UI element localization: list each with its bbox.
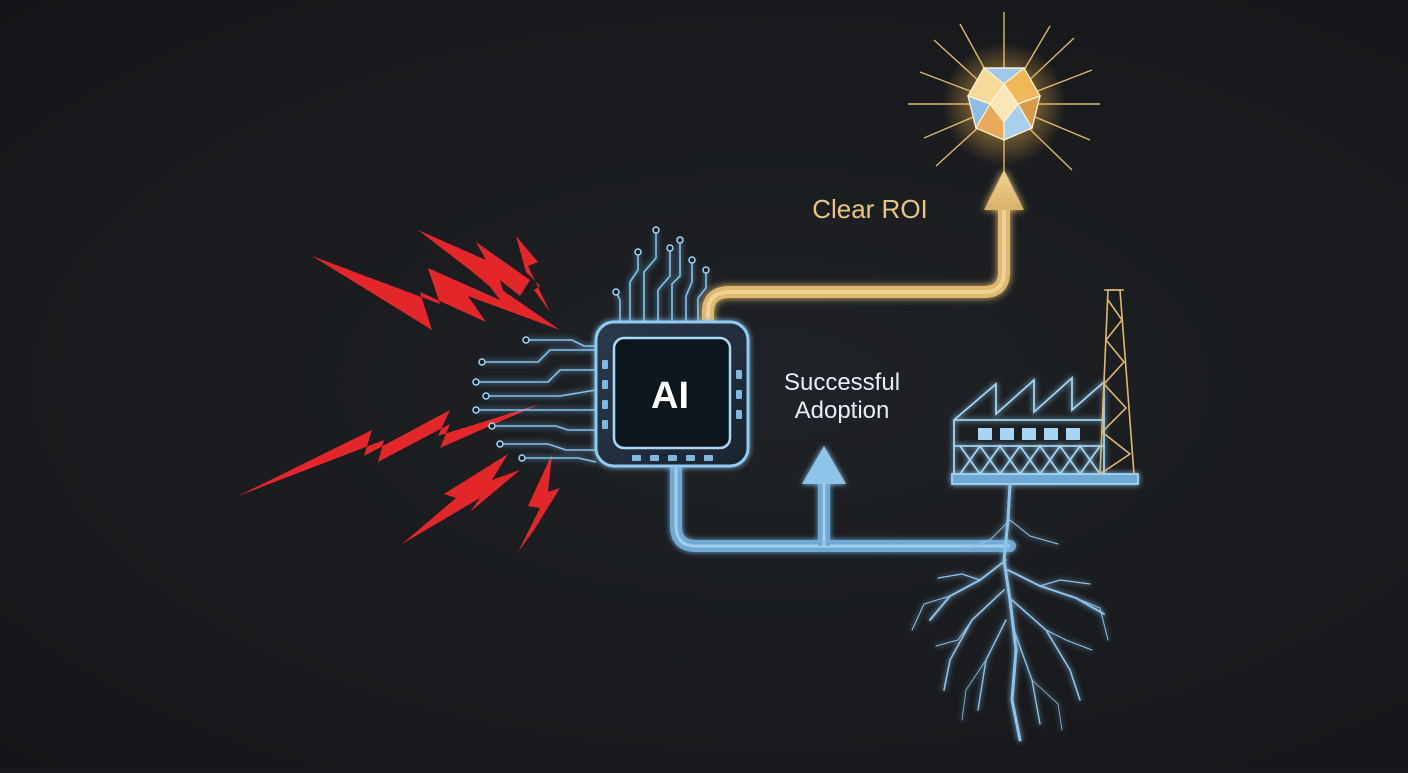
circuit-trace	[643, 230, 657, 322]
diamond-gem	[908, 12, 1100, 184]
lightning-bolt-icon	[418, 230, 530, 300]
ai-chip-icon	[594, 320, 750, 468]
adoption-arrowhead-icon	[802, 446, 846, 484]
left-circuit-traces	[476, 339, 597, 463]
root-branch	[911, 595, 951, 631]
circuit-node	[612, 288, 620, 296]
chip-pin	[704, 455, 713, 461]
factory-window	[1022, 428, 1036, 440]
adoption-path	[670, 446, 1016, 552]
factory-base	[951, 473, 1139, 485]
circuit-node	[496, 440, 504, 448]
tower-lattice	[1099, 299, 1132, 475]
chip-pin	[736, 410, 742, 419]
chip-pin	[736, 370, 742, 379]
roi-path	[702, 170, 1024, 336]
lightning-bolt-icon	[402, 454, 520, 544]
root-branch	[1009, 519, 1059, 545]
root-branch	[1013, 629, 1041, 725]
lightning-bolt-icon	[518, 454, 560, 552]
circuit-trace	[482, 349, 596, 363]
roi-arrowhead-icon	[984, 170, 1024, 210]
circuit-trace	[671, 240, 681, 322]
gem-facet	[1003, 102, 1033, 141]
circuit-node	[666, 244, 674, 252]
adoption-connector-highlight	[674, 462, 1010, 548]
adoption-label-line1: Successful	[784, 369, 900, 396]
circuit-node	[702, 266, 710, 274]
circuit-trace	[492, 425, 596, 431]
chip-pins	[602, 360, 742, 461]
diamond-gem-icon	[967, 67, 1041, 141]
factory-window	[1066, 428, 1080, 440]
chip-pin	[686, 455, 695, 461]
root-branch	[1007, 569, 1105, 615]
factory-window	[1000, 428, 1014, 440]
circuit-trace	[657, 248, 671, 322]
tower-icon	[1099, 289, 1135, 475]
circuit-trace	[486, 389, 597, 397]
left-circuit-nodes	[472, 336, 530, 462]
root-branch	[1011, 599, 1081, 701]
circuit-trace	[522, 457, 597, 463]
root-branch	[1075, 597, 1109, 641]
factory-windows	[978, 428, 1080, 440]
factory-window	[978, 428, 992, 440]
factory-window	[1044, 428, 1058, 440]
circuit-trace	[685, 260, 693, 322]
circuit-trace	[526, 339, 596, 347]
circuit-node	[522, 336, 530, 344]
root-branch	[937, 573, 981, 581]
chip-pin	[650, 455, 659, 461]
chip-pin	[602, 420, 608, 429]
lightning-bolt-icon	[238, 404, 540, 496]
lightning-bolts	[238, 230, 560, 552]
roi-connector-highlight	[706, 204, 1006, 330]
factory-roof	[953, 375, 1105, 474]
chip-inner	[612, 336, 732, 450]
root-branch	[961, 659, 987, 721]
circuit-node	[478, 358, 486, 366]
chip-pin	[602, 380, 608, 389]
circuit-trace	[500, 443, 596, 451]
chip-pin	[668, 455, 677, 461]
root-branch	[935, 619, 973, 647]
roi-label: Clear ROI	[812, 194, 928, 224]
circuit-node	[634, 248, 642, 256]
factory-icon	[951, 375, 1139, 485]
adoption-label-line2: Adoption	[795, 397, 890, 424]
chip-label: AI	[651, 375, 689, 417]
circuit-node	[482, 392, 490, 400]
circuit-trace	[615, 291, 621, 322]
top-circuit-nodes	[612, 226, 710, 296]
lightning-bolt-icon	[516, 236, 550, 312]
chip-pin	[602, 360, 608, 369]
circuit-node	[472, 378, 480, 386]
circuit-node	[472, 406, 480, 414]
root-branch	[969, 519, 1011, 549]
circuit-node	[688, 256, 696, 264]
circuit-node	[488, 422, 496, 430]
top-circuit-traces	[615, 230, 707, 322]
roots-icon	[911, 482, 1109, 742]
root-branch	[929, 559, 1007, 621]
chip-pin	[632, 455, 641, 461]
chip-pin	[602, 400, 608, 409]
root-branch	[1031, 679, 1063, 731]
lightning-bolt-icon	[312, 256, 560, 330]
circuit-node	[518, 454, 526, 462]
circuit-trace	[697, 270, 707, 322]
circuit-trace	[476, 369, 596, 383]
root-trunk	[1002, 482, 1022, 742]
circuit-node	[676, 236, 684, 244]
root-branch	[943, 589, 1005, 691]
circuit-trace	[629, 252, 639, 322]
circuit-node	[652, 226, 660, 234]
factory-truss	[959, 444, 1101, 476]
root-branch	[1045, 629, 1093, 651]
chip-pin	[736, 390, 742, 399]
root-branch	[1039, 579, 1091, 587]
